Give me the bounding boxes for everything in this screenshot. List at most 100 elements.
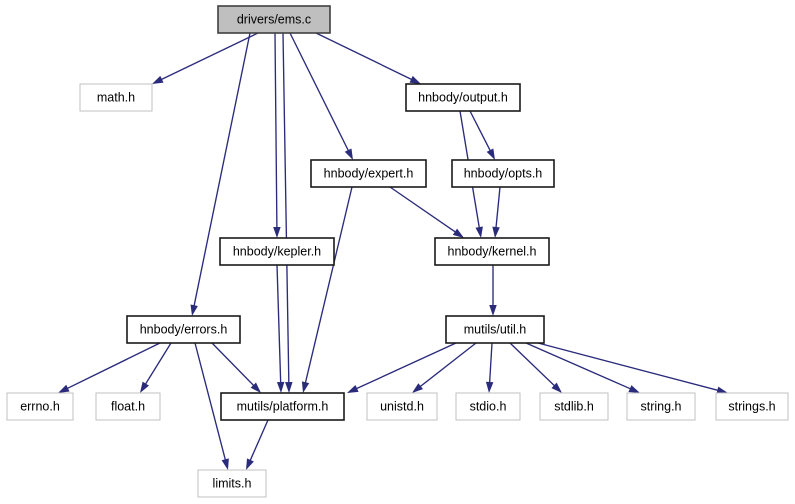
node-float[interactable]: float.h (95, 392, 161, 421)
node-box-errors[interactable] (126, 315, 241, 344)
node-box-expert[interactable] (310, 159, 427, 188)
edge-ems-to-errors (193, 32, 251, 307)
node-string[interactable]: string.h (626, 392, 696, 421)
node-label-platform: mutils/platform.h (237, 399, 329, 413)
edge-ems-to-kepler (274, 32, 278, 229)
arrowhead-output-to-kernel (475, 226, 483, 238)
arrowhead-platform-to-limits (246, 458, 254, 470)
node-label-errno: errno.h (20, 399, 60, 413)
edge-expert-to-kernel (389, 186, 457, 234)
arrowhead-errors-to-limits (221, 458, 229, 470)
edge-ems-to-expert (289, 32, 350, 152)
node-layer: drivers/ems.c math.h hnbody/output.h hnbody… (6, 5, 789, 498)
edge-errors-to-errno (66, 342, 161, 390)
node-box-string[interactable] (626, 392, 696, 421)
node-box-stdlib[interactable] (539, 392, 609, 421)
node-label-unistd: unistd.h (380, 399, 424, 413)
arrowhead-ems-to-platform (285, 381, 293, 393)
arrowhead-expert-to-platform (301, 381, 310, 393)
arrowhead-ems-to-expert (344, 148, 353, 160)
node-kernel[interactable]: hnbody/kernel.h (434, 237, 550, 266)
node-label-opts: hnbody/opts.h (464, 166, 543, 180)
node-label-limits: limits.h (213, 476, 252, 490)
node-label-stdio: stdio.h (470, 399, 507, 413)
edge-ems-to-platform (282, 32, 290, 384)
node-strings[interactable]: strings.h (715, 392, 789, 421)
node-label-float: float.h (111, 399, 145, 413)
arrowhead-errors-to-float (140, 381, 149, 393)
arrowhead-kernel-to-util (489, 305, 497, 316)
node-errno[interactable]: errno.h (6, 392, 74, 421)
node-opts[interactable]: hnbody/opts.h (451, 159, 555, 188)
node-box-kepler[interactable] (219, 237, 335, 266)
edge-util-to-unistd (419, 342, 477, 388)
arrowhead-util-to-stdlib (551, 382, 562, 393)
node-label-string: string.h (641, 399, 682, 413)
arrowhead-errors-to-errno (58, 384, 70, 393)
node-label-math: math.h (97, 90, 135, 104)
node-label-strings: strings.h (728, 399, 775, 413)
arrowhead-ems-to-kepler (273, 226, 281, 238)
arrowhead-opts-to-kernel (492, 226, 500, 238)
node-box-kernel[interactable] (434, 237, 550, 266)
node-box-float[interactable] (95, 392, 161, 421)
edge-opts-to-kernel (495, 186, 501, 229)
node-output[interactable]: hnbody/output.h (405, 83, 521, 112)
node-box-limits[interactable] (197, 469, 267, 498)
arrowhead-ems-to-math (152, 75, 164, 84)
arrowhead-util-to-string (628, 385, 640, 393)
node-util[interactable]: mutils/util.h (445, 315, 545, 344)
node-errors[interactable]: hnbody/errors.h (126, 315, 241, 344)
node-box-errno[interactable] (6, 392, 74, 421)
node-stdlib[interactable]: stdlib.h (539, 392, 609, 421)
node-kepler[interactable]: hnbody/kepler.h (219, 237, 335, 266)
node-ems[interactable]: drivers/ems.c (217, 5, 331, 34)
edge-util-to-platform (355, 342, 457, 390)
edge-util-to-stdio (488, 342, 493, 384)
edge-ems-to-output (315, 32, 413, 81)
arrowhead-util-to-stdio (485, 381, 494, 393)
edge-util-to-stdlib (509, 342, 556, 387)
arrowhead-expert-to-kernel (452, 228, 464, 238)
edge-ems-to-math (160, 32, 259, 81)
edge-expert-to-platform (304, 186, 353, 384)
node-label-kepler: hnbody/kepler.h (233, 244, 321, 258)
edge-platform-to-limits (249, 419, 269, 462)
node-limits[interactable]: limits.h (197, 469, 267, 498)
node-box-output[interactable] (405, 83, 521, 112)
node-box-strings[interactable] (715, 392, 789, 421)
edge-output-to-opts (469, 110, 492, 152)
node-label-stdlib: stdlib.h (554, 399, 594, 413)
edge-errors-to-platform (211, 342, 255, 387)
edge-errors-to-float (144, 342, 172, 386)
node-label-errors: hnbody/errors.h (140, 322, 228, 336)
node-expert[interactable]: hnbody/expert.h (310, 159, 427, 188)
arrowhead-util-to-strings (716, 386, 728, 394)
arrowhead-util-to-platform (347, 385, 359, 393)
node-stdio[interactable]: stdio.h (455, 392, 521, 421)
arrowhead-ems-to-errors (190, 304, 198, 316)
node-box-opts[interactable] (451, 159, 555, 188)
arrowhead-ems-to-output (409, 75, 421, 84)
arrowhead-output-to-opts (486, 148, 495, 160)
node-unistd[interactable]: unistd.h (366, 392, 438, 421)
edge-errors-to-limits (194, 342, 227, 461)
arrowhead-errors-to-platform (250, 382, 261, 393)
node-box-util[interactable] (445, 315, 545, 344)
node-box-ems[interactable] (217, 5, 331, 34)
node-label-expert: hnbody/expert.h (324, 166, 414, 180)
node-label-output: hnbody/output.h (418, 90, 508, 104)
node-label-kernel: hnbody/kernel.h (448, 244, 537, 258)
node-box-unistd[interactable] (366, 392, 438, 421)
node-box-math[interactable] (79, 83, 153, 112)
arrowhead-util-to-unistd (412, 383, 423, 393)
node-platform[interactable]: mutils/platform.h (220, 392, 345, 421)
node-label-util: mutils/util.h (464, 322, 527, 336)
edge-layer (58, 32, 728, 470)
edge-util-to-strings (537, 342, 719, 392)
node-box-stdio[interactable] (455, 392, 521, 421)
node-box-platform[interactable] (220, 392, 345, 421)
arrowhead-kepler-to-platform (276, 381, 285, 393)
node-math[interactable]: math.h (79, 83, 153, 112)
